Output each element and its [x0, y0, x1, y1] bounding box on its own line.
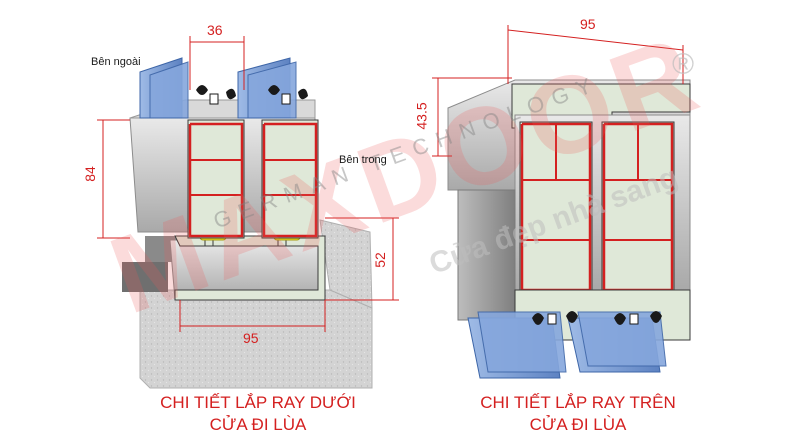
caption-right-line2: CỬA ĐI LÙA	[529, 415, 627, 434]
gasket-1	[196, 85, 208, 95]
concrete-wall-step	[319, 219, 373, 309]
dim-height-left: 84	[81, 166, 98, 182]
gasket-top-1	[532, 313, 544, 325]
caption-right: CHI TIẾT LẮP RAY TRÊN CỬA ĐI LÙA	[468, 392, 688, 436]
dim-side-right: 43.5	[413, 102, 430, 130]
glass-pane-top-right-2	[577, 311, 667, 367]
dim-top-right: 95	[580, 16, 596, 32]
sash-profile-right	[261, 119, 319, 239]
caption-left-line1: CHI TIẾT LẮP RAY DƯỚI	[160, 393, 356, 412]
left-body	[457, 189, 516, 321]
gasket-3	[268, 85, 280, 95]
gasket-top-2	[566, 311, 578, 323]
gasket-4	[298, 88, 308, 100]
caption-left: CHI TIẾT LẮP RAY DƯỚI CỬA ĐI LÙA	[148, 392, 368, 436]
right-top-rail-diagram	[432, 25, 691, 379]
floor-slab	[122, 262, 168, 292]
caption-right-line1: CHI TIẾT LẮP RAY TRÊN	[480, 393, 676, 412]
label-inside: Bên trong	[339, 154, 387, 166]
dim-top-left: 36	[207, 22, 223, 38]
bottom-track-profile	[174, 235, 326, 301]
gasket-top-4	[650, 311, 662, 323]
gasket-2	[226, 88, 236, 100]
dim-bottom-left: 95	[243, 330, 259, 346]
gasket-top-3	[614, 313, 626, 325]
glass-pane-left-2	[149, 61, 189, 119]
sash-profile-left	[187, 119, 245, 239]
left-bottom-rail-diagram	[97, 36, 399, 389]
caption-left-line2: CỬA ĐI LÙA	[209, 415, 307, 434]
dim-rail-left: 52	[371, 252, 388, 268]
label-outside: Bên ngoài	[91, 56, 141, 68]
glass-pane-top-left-2	[477, 311, 567, 373]
